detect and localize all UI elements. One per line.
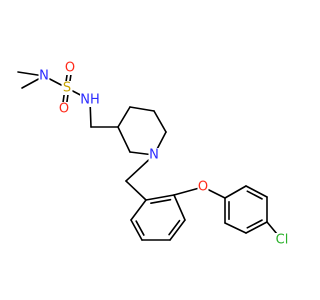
atom-label-o_bot: O [59, 102, 69, 117]
bond-r2_e-r2_f [245, 185, 268, 198]
bond-r2_e-r2_f-inner [246, 190, 263, 200]
atom-bg-o_top [64, 61, 76, 75]
bond-r1_c-r1_d-inner [168, 219, 181, 236]
atom-label-s: S [63, 81, 71, 96]
bond-r1_c-r1_d [169, 219, 186, 241]
bond-r1_a-r1_b [145, 194, 175, 201]
atom-bg-o_eth [197, 180, 209, 194]
bond-r2_c-r2_d [245, 221, 268, 234]
atom-bg-pip_n [148, 148, 160, 162]
atom-label-o_top: O [65, 61, 75, 76]
atom-label-pip_n: N [149, 148, 159, 163]
bond-r1_e-r1_f-inner [135, 220, 145, 236]
bond-r1_b-r1_c [173, 194, 186, 221]
bond-r1_a-r1_b-inner [150, 198, 172, 204]
bond-r1_f-r1_a [130, 199, 147, 221]
bond-r2_f-r2_a [224, 185, 247, 199]
atom-label-cl: Cl [276, 233, 289, 248]
atom-bg-n_dim [38, 69, 50, 83]
atom-bg-n_h [80, 93, 100, 107]
bond-r2_b-r2_c [224, 222, 247, 234]
bond-ch2b-r1_a [125, 180, 147, 201]
bond-pip_c3-pip_c4 [117, 106, 131, 128]
bond-pip_c2-pip_c3 [117, 126, 131, 153]
bond-pip_c4-pip_c5 [129, 106, 155, 112]
bond-r2_c-r2_d-inner [246, 219, 263, 229]
bond-r1_e-r1_f [130, 219, 143, 241]
atom-label-o_eth: O [198, 180, 208, 195]
atom-bg-o_bot [58, 102, 70, 116]
bond-pip_c5-pip_c6 [153, 110, 167, 133]
atom-bg-cl [272, 233, 292, 247]
atom-label-n_dim: N [39, 69, 49, 84]
atom-bg-s [61, 81, 73, 95]
atom-label-n_h: NH [80, 93, 100, 108]
